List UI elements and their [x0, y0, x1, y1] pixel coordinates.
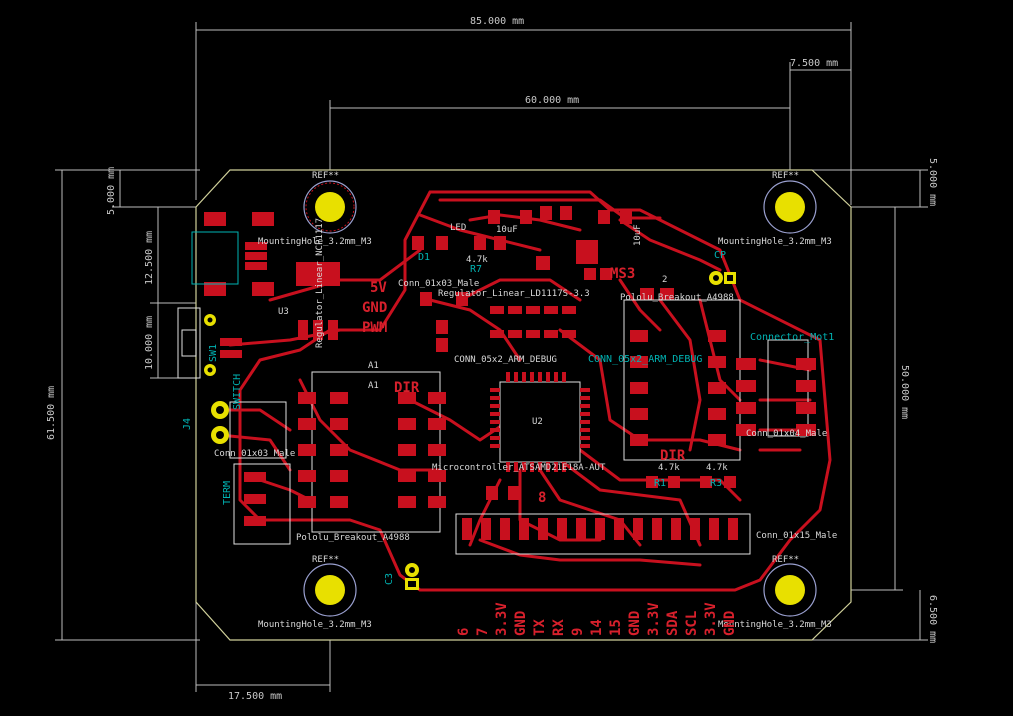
ref-tl: REF** — [312, 171, 339, 181]
header-pin-label: 6 — [456, 628, 472, 636]
mounting-hole-bl — [303, 563, 357, 617]
header-pin-label: 9 — [570, 628, 586, 636]
five-v-label: 5V — [370, 280, 387, 296]
u3-label: U3 — [278, 307, 289, 317]
reg-ld-label: Regulator_Linear_LD1117S-3.3 — [438, 289, 590, 299]
header-pin-label: 3.3V — [494, 602, 510, 636]
r7-label: R7 — [470, 264, 482, 275]
pololu-right-label: Pololu_Breakout_A4988 — [620, 293, 734, 303]
reg-ncp-label: Regulator_Linear_NCP1117 — [315, 218, 325, 348]
mounting-hole-tl — [303, 180, 357, 234]
switch-outline — [177, 231, 239, 379]
ref-br: REF** — [772, 555, 799, 565]
dim-right-5: 5.000 mm — [927, 158, 938, 206]
conn-motor-label: Connector_Mot1 — [750, 332, 834, 343]
conn3-label: Conn_01x03_Male — [214, 449, 295, 459]
header-1x15-footprint — [455, 513, 751, 555]
header-pin-label: SDA — [665, 610, 681, 636]
res-label-b: 4.7k — [706, 463, 728, 473]
header-pin-label: 7 — [475, 628, 491, 636]
terminal-connector-footprint — [229, 401, 291, 545]
dim-left-12: 12.500 mm — [144, 231, 155, 285]
dim-right-6: 6.500 mm — [927, 595, 938, 643]
term-label: TERM — [222, 481, 233, 505]
dir-right-label: DIR — [660, 448, 686, 464]
res-label-a: 4.7k — [658, 463, 680, 473]
resistor-pads — [486, 476, 736, 500]
r3-label: R3 — [710, 478, 722, 489]
header-pin-label: 14 — [589, 619, 605, 636]
dimension-lines — [55, 22, 928, 692]
microcontroller-footprint — [490, 372, 590, 472]
mounting-hole-br — [763, 563, 817, 617]
header-pin-label: 3.3V — [703, 602, 719, 636]
switch-label: SWITCH — [232, 374, 243, 410]
a1-label: A1 — [368, 361, 379, 371]
u2-label: U2 — [532, 417, 543, 427]
dim-right-50: 50.000 mm — [899, 365, 910, 419]
conn15-label: Conn_01x15_Male — [756, 531, 837, 541]
dim-bottom: 17.500 mm — [228, 691, 282, 702]
header-pin-label: TX — [532, 619, 548, 636]
cp-label: CP — [714, 250, 726, 261]
header-pin-label: RX — [551, 619, 567, 636]
a1-label-b: A1 — [368, 381, 379, 391]
debug-header-pads — [490, 306, 576, 338]
dim-top-inner: 60.000 mm — [525, 95, 579, 106]
sw1-label: SW1 — [208, 344, 219, 362]
micro-label: Microcontroller_ATSAMD21E18A-AUT — [432, 463, 606, 473]
cap-label-b: 10uF — [633, 224, 643, 246]
dim-left-10: 10.000 mm — [144, 316, 155, 370]
dim-left-5: 5.000 mm — [106, 167, 117, 215]
mounting-hole-tr — [763, 180, 817, 234]
dim-top-right: 7.500 mm — [790, 58, 838, 69]
c3-label: C3 — [384, 573, 395, 585]
dim-left-total: 61.500 mm — [46, 386, 57, 440]
pololu-left-label: Pololu_Breakout_A4988 — [296, 533, 410, 543]
tht-pads — [204, 271, 736, 590]
r1-label: R1 — [654, 478, 666, 489]
dir-left-label: DIR — [394, 380, 420, 396]
j4-label: J4 — [182, 418, 193, 430]
conn-debug-label: CONN_05x2_ARM_DEBUG — [454, 355, 557, 365]
conn-regl-label: Conn_01x03_Male — [398, 279, 479, 289]
gnd-label: GND — [362, 300, 387, 316]
dim-top-width: 85.000 mm — [470, 16, 524, 27]
cap-label-a: 10uF — [496, 225, 518, 235]
ms3-label: MS3 — [610, 266, 635, 282]
header-pin-label: GND — [722, 611, 738, 636]
header-pin-label: SCL — [684, 611, 700, 636]
mh-label-tl: MountingHole_3.2mm_M3 — [258, 237, 372, 247]
mh-label-br: MountingHole_3.2mm_M3 — [718, 620, 832, 630]
led-label: LED — [450, 223, 466, 233]
motor-connector-footprint — [736, 339, 816, 437]
header-pin-label: 15 — [608, 619, 624, 636]
ref-bl: REF** — [312, 555, 339, 565]
d1-label: D1 — [418, 252, 430, 263]
header-pin-label: GND — [513, 611, 529, 636]
res-label-c: 4.7k — [466, 255, 488, 265]
pololu-left-footprint — [298, 371, 446, 533]
header-pin-label: GND — [627, 611, 643, 636]
smd-pads — [204, 206, 674, 358]
mh-label-bl: MountingHole_3.2mm_M3 — [258, 620, 372, 630]
ref-tr: REF** — [772, 171, 799, 181]
conn-debug-label-2: CONN_05x2_ARM_DEBUG — [588, 354, 702, 365]
x2-label: 2 — [662, 275, 667, 285]
header-pin-label: 3.3V — [646, 602, 662, 636]
conn4-label: Conn_01x04_Male — [746, 429, 827, 439]
x8-label: 8 — [538, 490, 546, 506]
mh-label-tr: MountingHole_3.2mm_M3 — [718, 237, 832, 247]
pwm-label: PWM — [362, 320, 387, 336]
